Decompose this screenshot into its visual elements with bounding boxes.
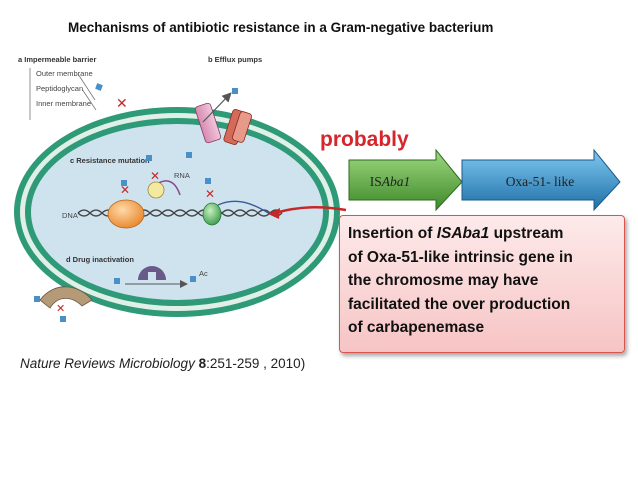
label-leader-outer xyxy=(77,73,96,101)
blocked-x-icon-2: ✕ xyxy=(150,169,160,183)
antibiotic-pumped xyxy=(232,88,238,94)
oxa51-arrow: Oxa-51- like xyxy=(461,148,621,212)
efflux-pump-2 xyxy=(223,109,252,145)
callout-line-4: facilitated the over production xyxy=(348,295,571,313)
label-inner-membrane: Inner membrane xyxy=(36,99,91,108)
bacterium-cell xyxy=(14,107,340,317)
citation: Nature Reviews Microbiology 8:251-259 , … xyxy=(20,356,306,371)
isaba1-label: ISAba1 xyxy=(370,174,411,189)
pointer-arrow-head xyxy=(268,208,280,219)
slide-title: Mechanisms of antibiotic resistance in a… xyxy=(68,20,494,35)
antibiotic-inside-5 xyxy=(114,278,120,284)
cytoplasm-shape xyxy=(31,124,323,300)
isaba1-arrow: ISAba1 xyxy=(348,148,463,212)
porin-channel xyxy=(39,286,93,309)
efflux-pump-1 xyxy=(194,92,232,144)
probably-label: probably xyxy=(320,128,409,151)
rna-polymerase xyxy=(107,199,145,229)
antibiotic-inside-1 xyxy=(186,152,192,158)
antibiotic-inside-3 xyxy=(205,178,211,184)
label-resistance-mutation: c Resistance mutation xyxy=(70,156,150,165)
antibiotic-inside-2 xyxy=(146,155,152,161)
callout-line-3: the chromosme may have xyxy=(348,272,539,289)
blocked-x-icon-5: ✕ xyxy=(56,302,65,315)
ribosome-small xyxy=(147,181,165,199)
callout-line-1: Insertion of ISAba1 upstream xyxy=(348,225,564,242)
oxa51-label: Oxa-51- like xyxy=(506,174,575,189)
ribosome-green xyxy=(202,202,222,226)
antibiotic-outside-2 xyxy=(60,316,66,322)
callout-line-2: of Oxa-51-like intrinsic gene in xyxy=(348,248,573,266)
label-dna: DNA xyxy=(62,211,78,220)
label-drug-inactivation: d Drug inactivation xyxy=(66,255,134,264)
blocked-x-icon-4: ✕ xyxy=(205,187,215,201)
insertion-callout-box: Insertion of ISAba1 upstream of Oxa-51-l… xyxy=(339,215,625,353)
label-rna: RNA xyxy=(174,171,190,180)
pointer-arrow xyxy=(274,206,347,215)
antibiotic-inside-4 xyxy=(121,180,127,186)
label-outer-membrane: Outer membrane xyxy=(36,69,93,78)
blocked-x-icon-3: ✕ xyxy=(120,183,130,197)
antibiotic-modified xyxy=(190,276,196,282)
enzyme-pocket xyxy=(148,272,156,280)
blocked-antibiotic-a: ✕ xyxy=(95,83,128,112)
label-ac: Ac xyxy=(199,269,208,278)
label-peptidoglycan: Peptidoglycan xyxy=(36,84,83,93)
mrna-strand xyxy=(217,200,271,215)
antibiotic-outside-1 xyxy=(34,296,40,302)
blocked-x-icon: ✕ xyxy=(116,96,128,112)
callout-line-5: of carbapenemase xyxy=(348,319,485,336)
label-impermeable-barrier: a Impermeable barrier xyxy=(18,55,96,64)
label-efflux-pumps: b Efflux pumps xyxy=(208,55,262,64)
label-leader-pg xyxy=(81,88,97,111)
